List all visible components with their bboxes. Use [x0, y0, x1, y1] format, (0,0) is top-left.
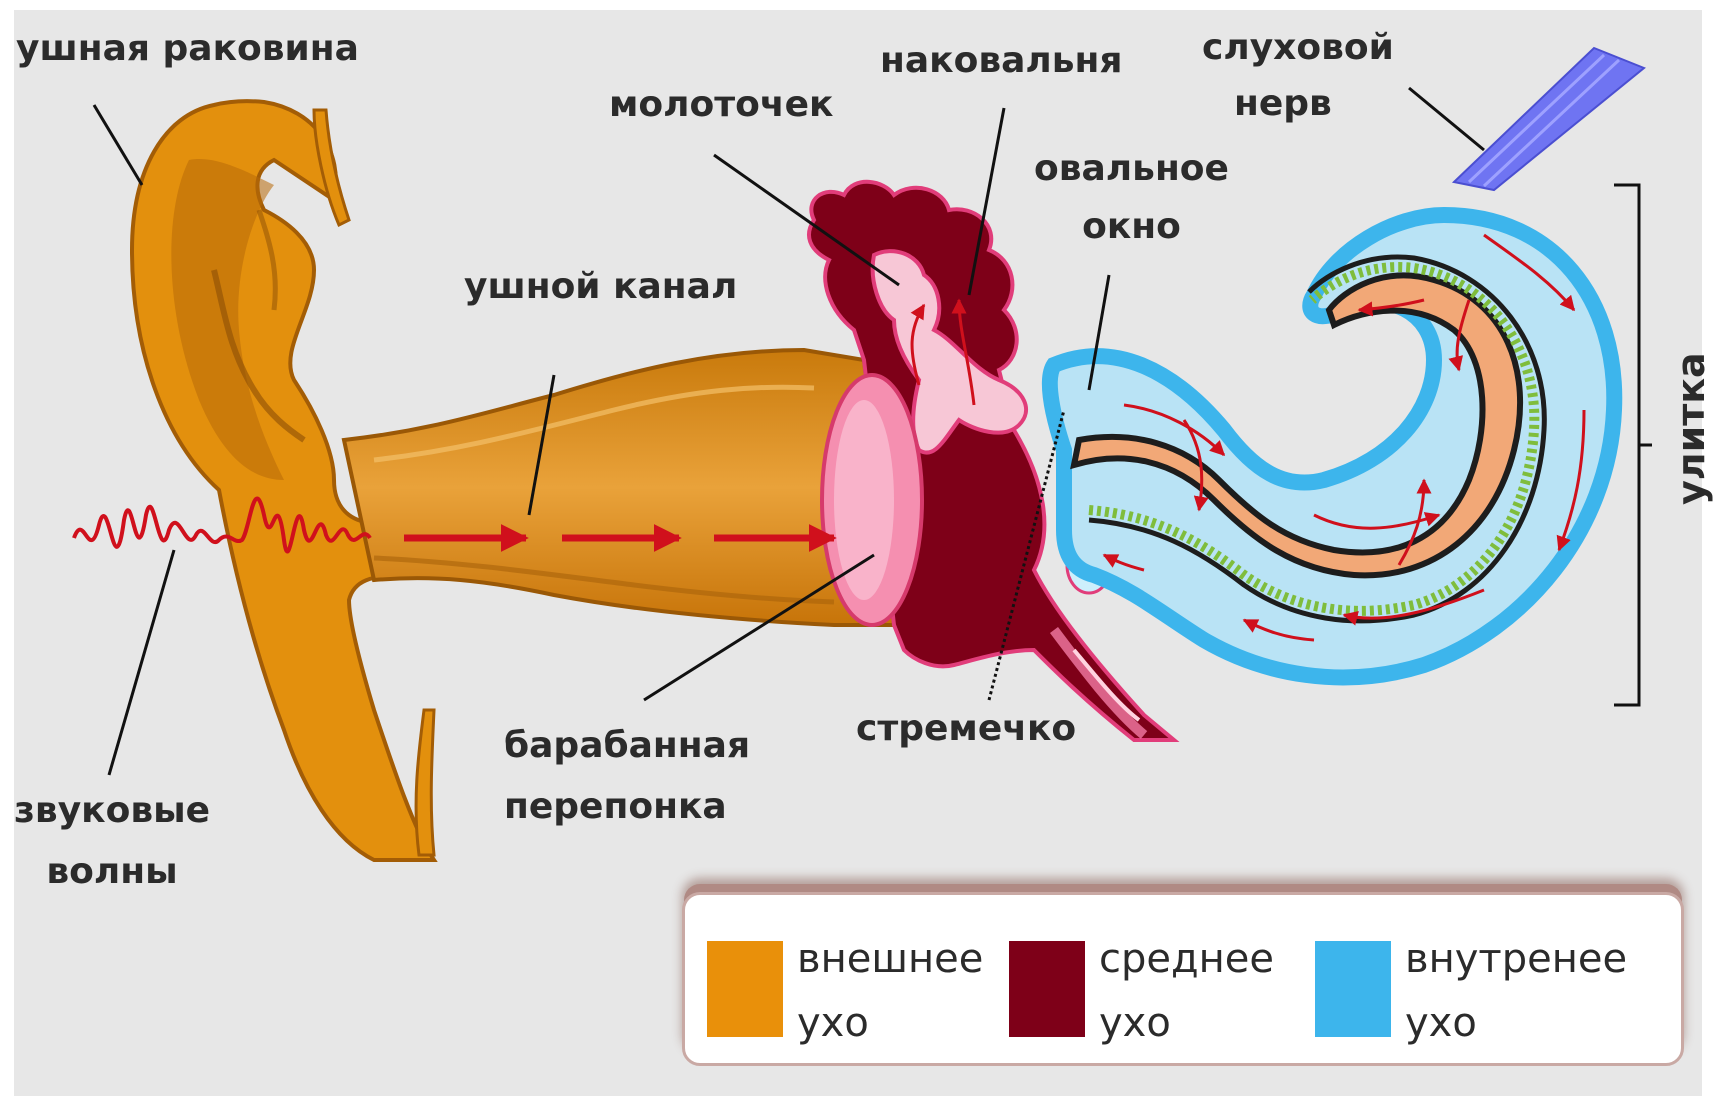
- legend-label-outer-line1: внешнее: [797, 927, 983, 991]
- inner-ear-cochlea: [1050, 215, 1614, 677]
- legend-label-middle-line1: среднее: [1099, 927, 1274, 991]
- label-ear-canal: ушной канал: [464, 258, 737, 316]
- legend-label-inner-line1: внутренее: [1405, 927, 1627, 991]
- ear-canal: [344, 350, 894, 625]
- label-cochlea: улитка: [1669, 385, 1714, 505]
- label-stirrup: стремечко: [856, 700, 1076, 758]
- legend-swatch-inner-ear: [1315, 941, 1391, 1037]
- legend-label-middle-line2: ухо: [1099, 991, 1274, 1055]
- label-auditory-nerve: слуховой нерв: [1202, 20, 1394, 132]
- label-pinna: ушная раковина: [16, 20, 359, 78]
- legend-label-outer-line2: ухо: [797, 991, 983, 1055]
- auditory-nerve: [1454, 48, 1644, 190]
- label-anvil: наковальня: [880, 32, 1123, 90]
- legend-label-inner-line2: ухо: [1405, 991, 1627, 1055]
- legend: внешнее ухо среднее ухо внутренее ухо: [682, 892, 1684, 1066]
- label-oval-window: овальное окно: [1034, 140, 1229, 255]
- label-sound-waves: звуковые волны: [14, 780, 210, 902]
- diagram-canvas: ушная раковина молоточек наковальня слух…: [14, 10, 1702, 1096]
- legend-swatch-outer-ear: [707, 941, 783, 1037]
- label-hammer: молоточек: [609, 76, 833, 134]
- label-eardrum: барабанная перепонка: [504, 715, 750, 837]
- legend-swatch-middle-ear: [1009, 941, 1085, 1037]
